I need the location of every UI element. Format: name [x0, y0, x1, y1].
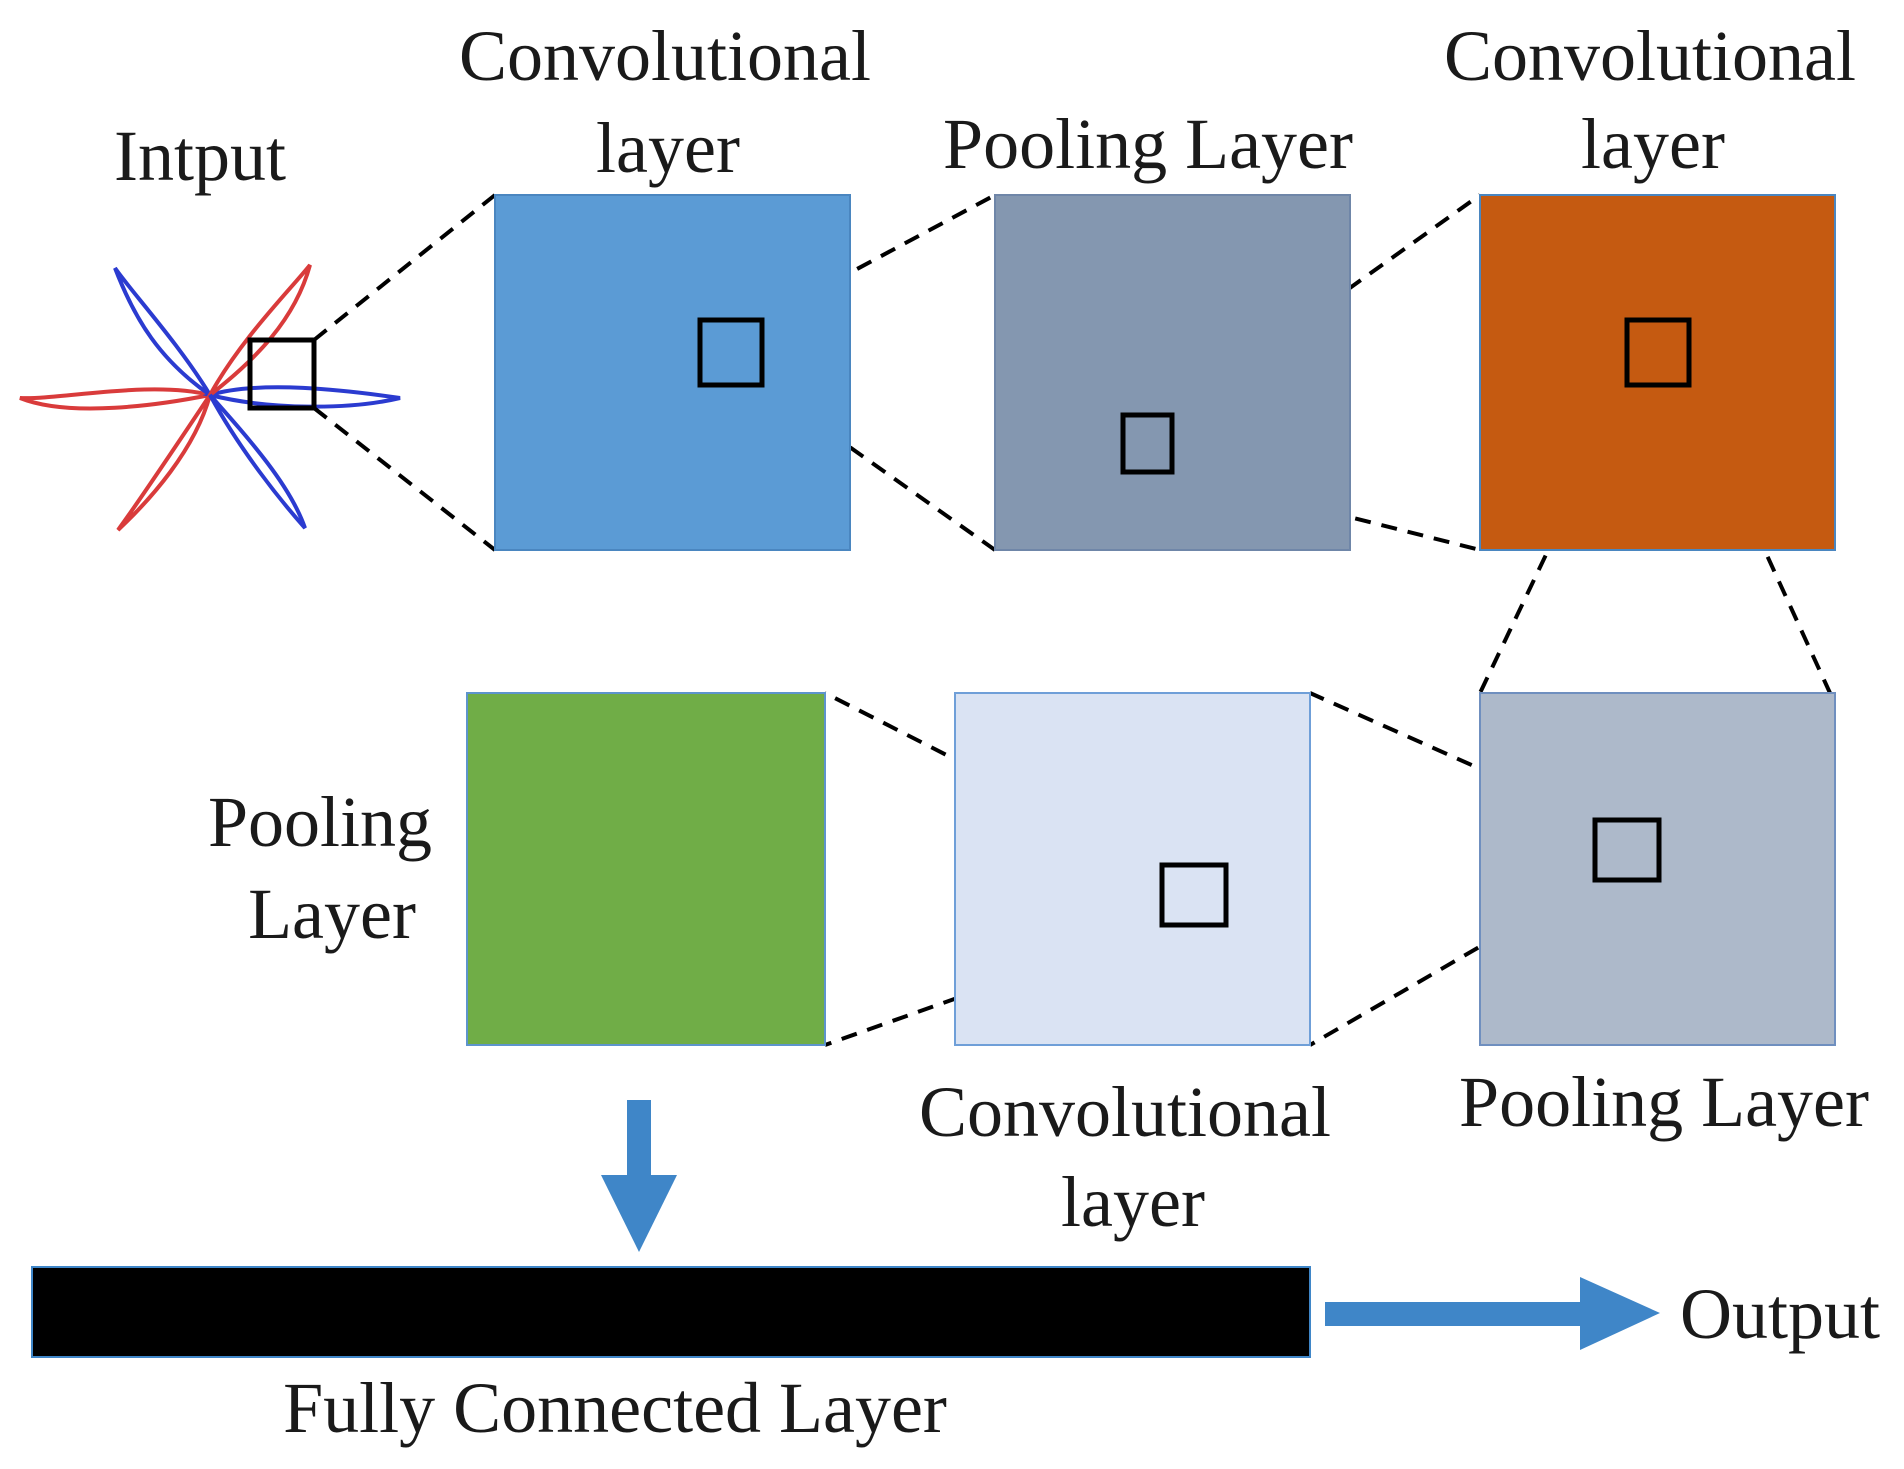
down-arrow-shaft [627, 1100, 651, 1175]
input-label: Intput [114, 116, 286, 196]
receptive-field-pool2 [1592, 817, 1662, 883]
conv-layer-3-label-line1: Convolutional [919, 1072, 1331, 1152]
fully-connected-layer-label: Fully Connected Layer [283, 1368, 947, 1448]
petal-blue-3 [208, 393, 307, 530]
conv-layer-1-map [494, 194, 851, 551]
receptive-field-conv2 [1624, 317, 1692, 388]
pooling-layer-3-label-line2: Layer [248, 874, 416, 954]
conv-layer-2-label-line2: layer [1581, 104, 1725, 184]
pooling-layer-3-map [466, 692, 826, 1046]
conv-layer-2-label-line1: Convolutional [1444, 16, 1856, 96]
petal-red-2 [208, 263, 312, 397]
connector-conv1-pool1-bottom [760, 383, 997, 552]
receptive-field-boxes [247, 317, 1692, 928]
conv-layer-1-label-line1: Convolutional [459, 16, 871, 96]
fully-connected-layer-bar [31, 1266, 1311, 1358]
receptive-field-input [247, 337, 317, 411]
down-arrow-head [601, 1175, 677, 1252]
petal-blue-1 [202, 385, 401, 409]
connector-conv1-pool1-top [761, 193, 996, 322]
receptive-field-pool1 [1120, 412, 1175, 475]
right-arrow [1325, 1277, 1660, 1350]
conv-layer-3-map [954, 692, 1311, 1046]
output-label: Output [1680, 1274, 1880, 1354]
petal-red-1 [19, 387, 211, 411]
right-arrow-shaft [1325, 1302, 1585, 1326]
down-arrow [601, 1100, 677, 1252]
connector-input-conv1-bottom [312, 406, 497, 552]
pooling-layer-2-label: Pooling Layer [1459, 1062, 1869, 1142]
conv-layer-1-label-line2: layer [596, 108, 740, 188]
pooling-layer-1-map [994, 194, 1351, 551]
connector-input-conv1-top [312, 193, 497, 342]
right-arrow-head [1580, 1277, 1660, 1350]
pooling-layer-3-label-line1: Pooling [208, 782, 432, 862]
conv-layer-3-label-line2: layer [1061, 1162, 1205, 1242]
petal-red-3 [116, 393, 212, 532]
petal-blue-2 [113, 266, 212, 397]
pooling-layer-1-label: Pooling Layer [943, 104, 1353, 184]
receptive-field-conv1 [697, 317, 765, 388]
conv-layer-2-map [1479, 194, 1836, 551]
receptive-field-conv3 [1159, 862, 1229, 928]
input-flower-image [19, 263, 401, 532]
